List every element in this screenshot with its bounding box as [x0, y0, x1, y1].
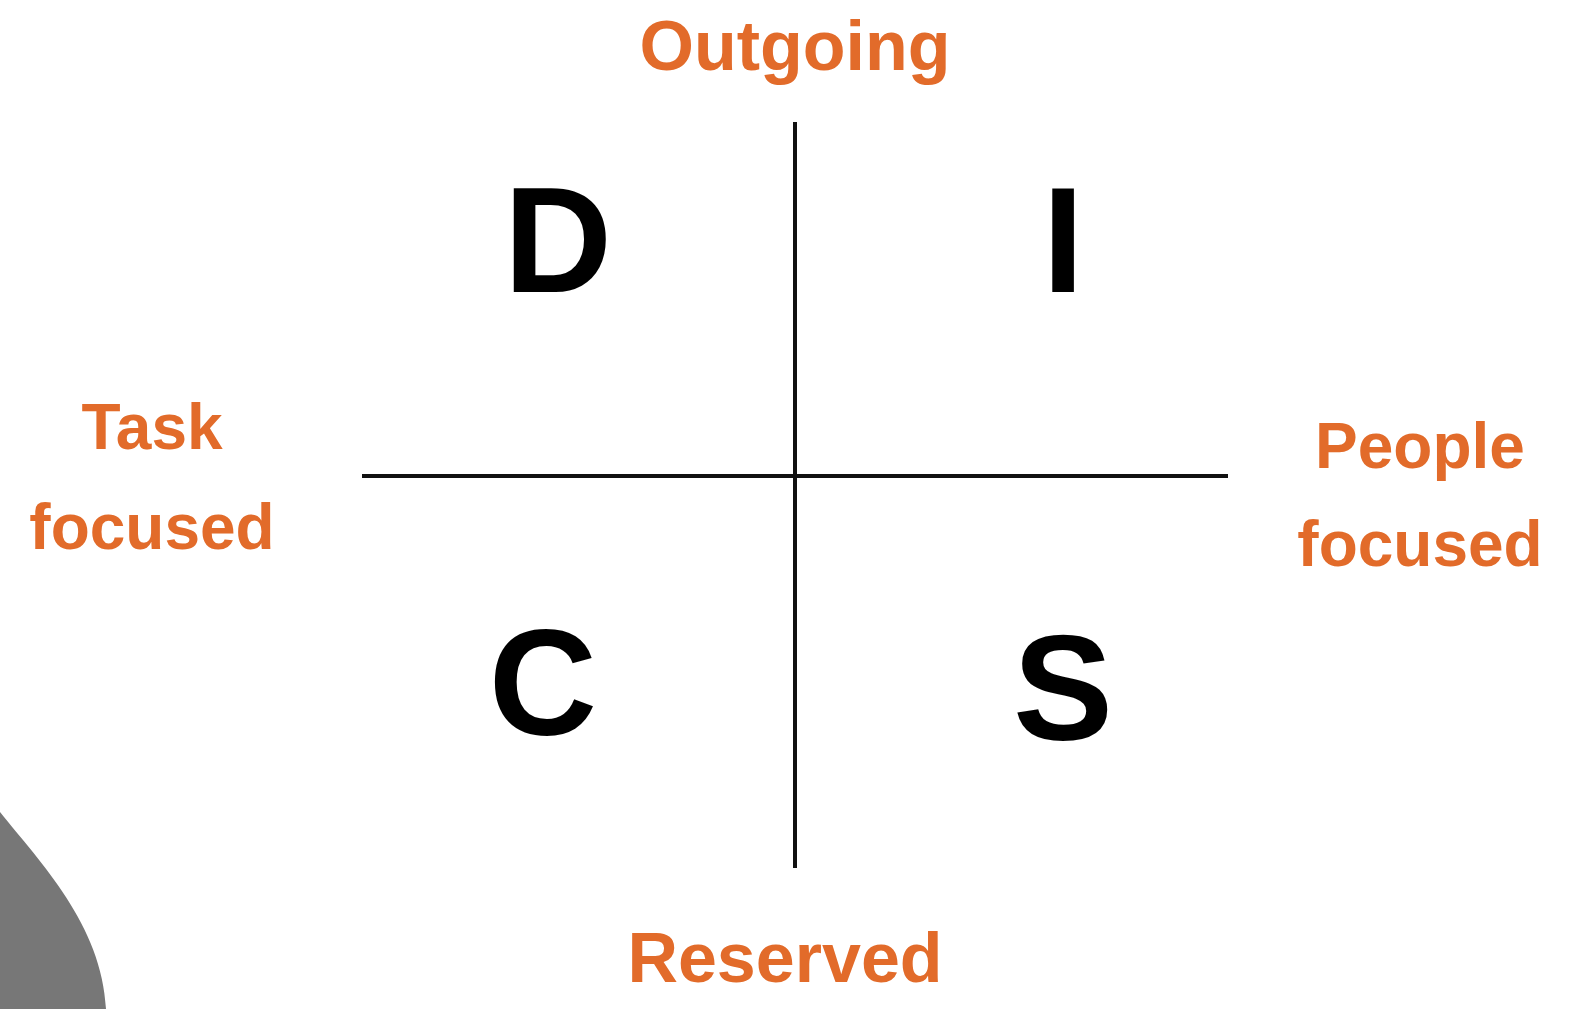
axis-label: Reserved — [575, 923, 995, 993]
corner-shape — [0, 812, 106, 1009]
quadrant-letter: D — [458, 165, 658, 315]
vertical-axis — [793, 122, 797, 868]
quadrant-letter: C — [443, 608, 643, 758]
axis-label: Outgoing — [585, 8, 1005, 85]
horizontal-axis — [362, 474, 1228, 478]
axis-label: People focused — [1275, 398, 1565, 594]
quadrant-letter: I — [963, 165, 1163, 315]
axis-label: Task focused — [7, 378, 297, 578]
quadrant-letter: S — [963, 613, 1163, 763]
